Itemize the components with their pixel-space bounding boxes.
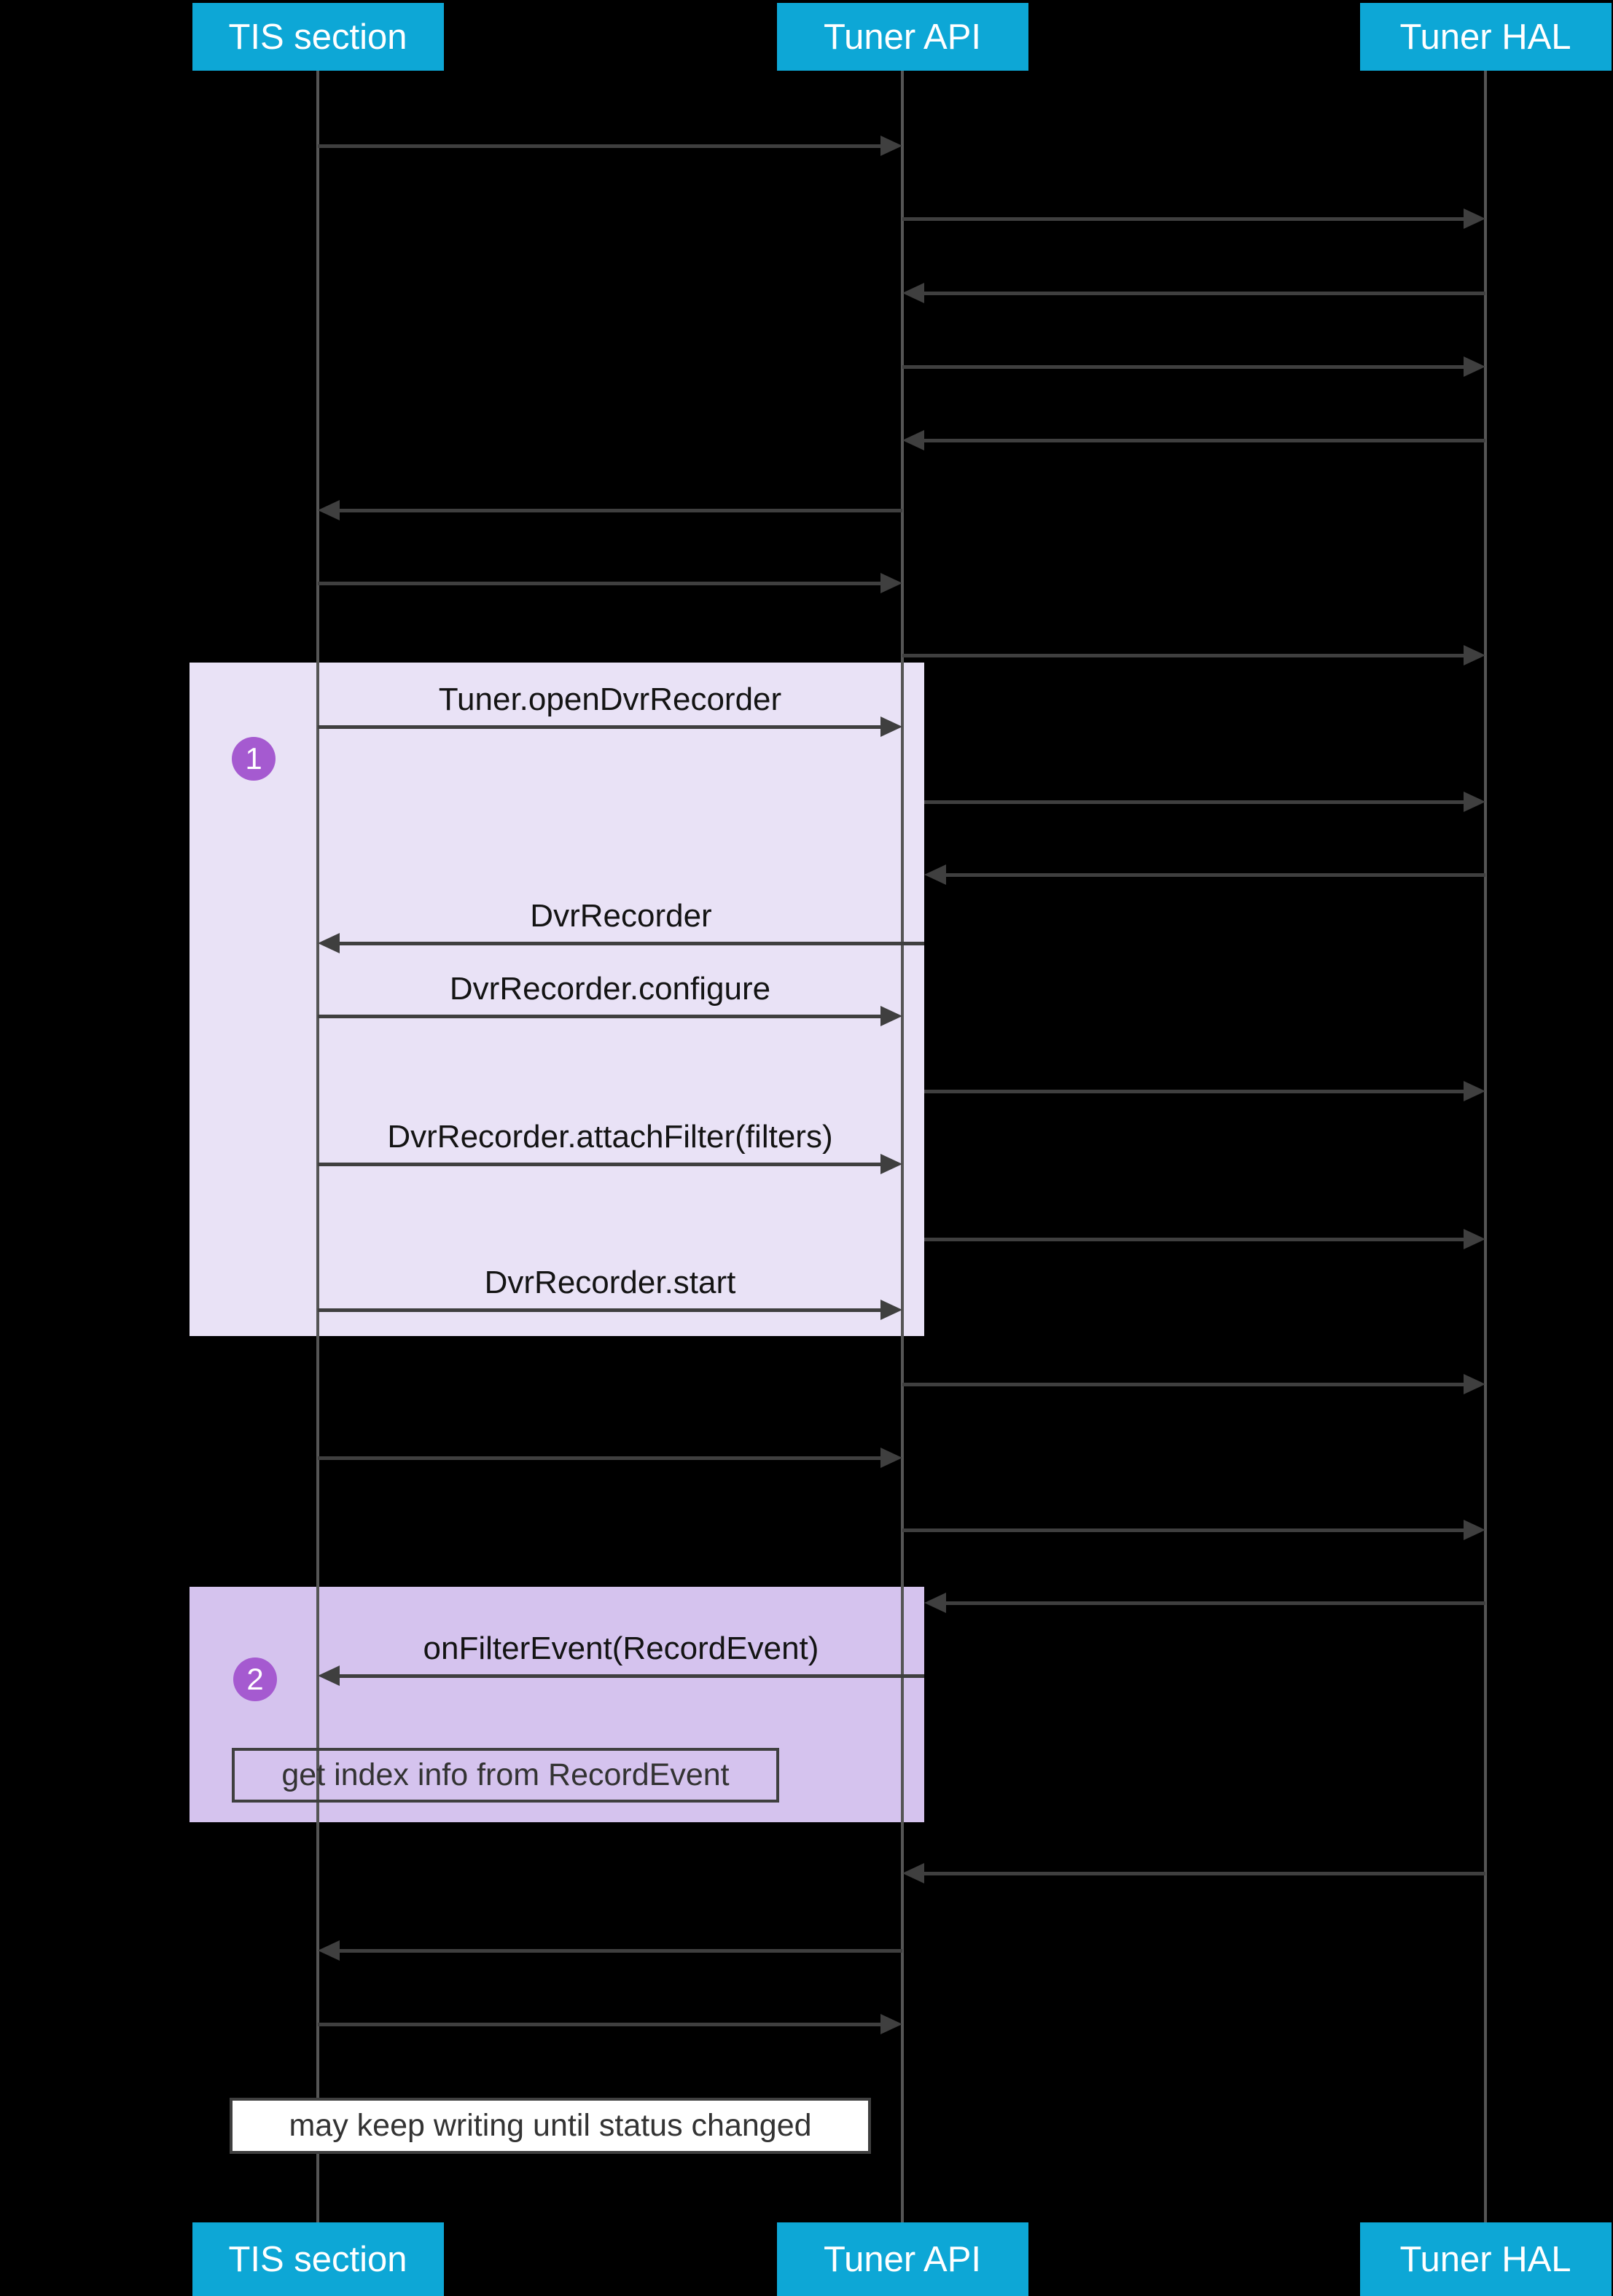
message-arrowhead-left-icon [318,1666,340,1686]
message-arrowhead-right-icon [880,1448,902,1468]
message-arrowhead-left-icon [902,430,924,450]
message-arrow-line [924,1238,1468,1241]
message-arrow-line [318,1163,885,1166]
message-arrowhead-left-icon [924,864,946,885]
message-label: Tuner.openDvrRecorder [438,682,782,717]
message-arrowhead-right-icon [1464,645,1485,665]
actor-footer-hal: Tuner HAL [1359,2222,1612,2296]
note-box: may keep writing until status changed [230,2098,871,2154]
message-arrow-line [335,1674,924,1678]
message-arrowhead-right-icon [1464,1520,1485,1540]
message-arrowhead-right-icon [880,136,902,156]
message-arrowhead-right-icon [880,1154,902,1174]
message-arrowhead-right-icon [880,1300,902,1320]
actor-header-api: Tuner API [776,3,1028,71]
message-arrow-line [335,942,924,945]
message-arrowhead-right-icon [1464,208,1485,229]
message-label: DvrRecorder.attachFilter(filters) [387,1119,833,1155]
message-arrowhead-right-icon [1464,792,1485,812]
actor-footer-tis: TIS section [192,2222,444,2296]
step-1-badge: 1 [232,737,276,781]
message-arrow-line [318,1308,885,1312]
message-arrow-line [318,725,885,729]
message-arrow-line [318,144,885,148]
actor-footer-api: Tuner API [776,2222,1028,2296]
message-arrow-line [318,1015,885,1018]
message-arrow-line [318,1456,885,1460]
note-box: get index info from RecordEvent [232,1748,779,1803]
message-label: DvrRecorder.start [484,1265,736,1300]
message-label: DvrRecorder.configure [449,971,771,1007]
message-arrow-line [942,873,1485,877]
message-arrowhead-right-icon [1464,1374,1485,1394]
message-arrowhead-left-icon [318,500,340,520]
message-arrow-line [942,1601,1485,1605]
lifeline-api [901,71,904,2222]
lifeline-hal [1484,71,1487,2222]
message-arrowhead-left-icon [902,283,924,303]
message-arrow-line [318,2023,885,2026]
message-arrowhead-right-icon [880,1006,902,1026]
message-arrow-line [924,1090,1468,1093]
message-arrow-line [920,1872,1485,1875]
message-arrowhead-right-icon [1464,356,1485,377]
message-arrowhead-right-icon [880,716,902,737]
message-arrowhead-right-icon [1464,1081,1485,1101]
step-2-highlight-region [190,1587,924,1822]
message-arrow-line [920,439,1485,442]
message-arrowhead-left-icon [318,1940,340,1961]
message-arrowhead-right-icon [1464,1229,1485,1249]
message-arrowhead-left-icon [924,1593,946,1613]
message-arrowhead-left-icon [318,933,340,953]
message-arrow-line [902,365,1468,369]
message-label: DvrRecorder [530,898,712,934]
message-arrow-line [318,582,885,585]
message-arrow-line [335,1949,902,1953]
message-label: onFilterEvent(RecordEvent) [423,1631,819,1666]
message-arrow-line [335,509,902,512]
message-arrow-line [902,1383,1468,1386]
message-arrow-line [920,292,1485,295]
message-arrow-line [924,800,1468,804]
message-arrowhead-left-icon [902,1863,924,1883]
message-arrowhead-right-icon [880,2014,902,2034]
message-arrowhead-right-icon [880,573,902,593]
lifeline-tis [316,71,319,2222]
actor-header-tis: TIS section [192,3,444,71]
message-arrow-line [902,217,1468,221]
step-1-highlight-region [190,663,924,1336]
actor-header-hal: Tuner HAL [1359,3,1612,71]
message-arrow-line [902,1528,1468,1532]
message-arrow-line [902,654,1468,657]
step-2-badge: 2 [233,1657,277,1701]
